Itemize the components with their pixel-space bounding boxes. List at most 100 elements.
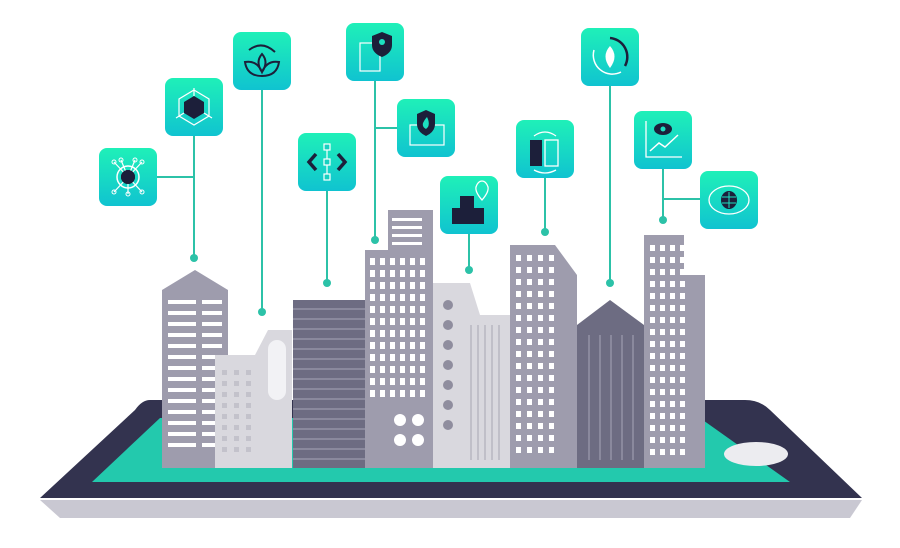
window: [516, 339, 521, 345]
window: [538, 387, 543, 393]
floor-line: [293, 448, 366, 450]
location-pin: [475, 180, 489, 201]
pillar: [621, 335, 623, 460]
window: [390, 282, 395, 289]
window: [390, 342, 395, 349]
flow-node: [323, 158, 331, 166]
window: [246, 414, 251, 419]
window: [246, 447, 251, 452]
building-body: [510, 245, 577, 468]
window: [410, 378, 415, 385]
window: [246, 370, 251, 375]
floor-line: [293, 308, 366, 310]
window: [660, 413, 665, 419]
window: [234, 403, 239, 408]
window: [420, 378, 425, 385]
window: [527, 339, 532, 345]
floor-line: [293, 408, 366, 410]
floor-line: [293, 338, 366, 340]
building-body: [365, 210, 433, 468]
window: [538, 291, 543, 297]
window-strip: [168, 377, 196, 381]
window: [680, 293, 685, 299]
icon-tile-code-flow: [298, 133, 356, 191]
window: [660, 365, 665, 371]
window-strip: [168, 432, 196, 436]
window: [370, 318, 375, 325]
window-strip: [202, 355, 222, 359]
window: [222, 436, 227, 441]
window: [670, 365, 675, 371]
round-window: [443, 380, 453, 390]
window: [234, 436, 239, 441]
window: [400, 378, 405, 385]
user-shield-building-icon: [359, 32, 392, 72]
window: [222, 392, 227, 397]
window: [380, 354, 385, 361]
window: [516, 399, 521, 405]
window: [410, 342, 415, 349]
window: [420, 342, 425, 349]
window: [549, 435, 554, 441]
icon-tile-sustainable-plant-cycle: [233, 32, 291, 90]
pupil: [660, 126, 666, 132]
window: [680, 257, 685, 263]
icon-tile-eye-analytics-chart: [634, 111, 692, 169]
connector-dot: [606, 279, 614, 287]
annex-left: [452, 208, 460, 224]
window: [527, 279, 532, 285]
window: [410, 318, 415, 325]
window-strip: [168, 421, 196, 425]
window: [680, 269, 685, 275]
hub-node: [125, 191, 131, 197]
window-strip: [168, 322, 196, 326]
window: [400, 342, 405, 349]
floor-line: [293, 348, 366, 350]
icon-tile-building-location: [440, 176, 498, 234]
window: [410, 330, 415, 337]
round-window: [412, 434, 424, 446]
pillar: [599, 335, 601, 460]
window: [246, 403, 251, 408]
floor-line: [293, 358, 366, 360]
window: [538, 339, 543, 345]
window: [222, 425, 227, 430]
pillar: [477, 325, 479, 460]
window: [516, 363, 521, 369]
window: [400, 306, 405, 313]
window: [670, 449, 675, 455]
window: [370, 306, 375, 313]
building-body: [644, 235, 705, 468]
window: [516, 255, 521, 261]
window: [516, 423, 521, 429]
window: [650, 293, 655, 299]
icon-tile-user-shield-building: [346, 23, 404, 81]
window: [410, 306, 415, 313]
floor-line: [293, 328, 366, 330]
window: [370, 366, 375, 373]
window: [420, 270, 425, 277]
window: [516, 267, 521, 273]
window: [527, 411, 532, 417]
window: [670, 245, 675, 251]
window: [246, 425, 251, 430]
home-button: [724, 442, 788, 466]
window: [370, 330, 375, 337]
window: [660, 317, 665, 323]
window: [516, 435, 521, 441]
building-7: [577, 300, 644, 468]
window-strip: [168, 333, 196, 337]
window: [516, 303, 521, 309]
window-strip: [168, 388, 196, 392]
window: [660, 353, 665, 359]
window: [370, 282, 375, 289]
window: [650, 329, 655, 335]
window: [538, 423, 543, 429]
window: [549, 255, 554, 261]
sync-arrows: [533, 131, 557, 174]
round-window: [394, 414, 406, 426]
window: [538, 399, 543, 405]
connector-dot: [323, 279, 331, 287]
cycle-arrow-dark: [609, 36, 629, 67]
window: [660, 401, 665, 407]
